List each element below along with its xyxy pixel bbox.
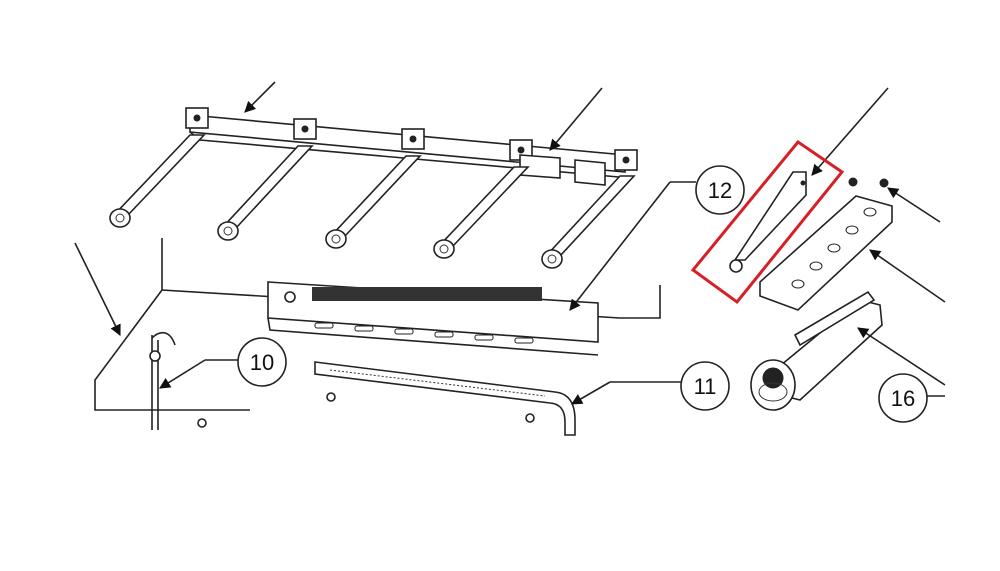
callout-11: 11 — [571, 361, 730, 411]
highlighted-part — [690, 87, 889, 305]
callout-16: 16 — [878, 373, 945, 423]
callout-12-label: 12 — [708, 178, 732, 203]
burner-tube-assembly — [109, 81, 638, 269]
callout-10-label: 10 — [250, 350, 274, 375]
electrode-assembly — [149, 331, 207, 430]
callout-16-label: 16 — [891, 386, 915, 411]
burner-tube — [109, 134, 636, 269]
callout-11-label: 11 — [694, 374, 717, 399]
support-rod — [74, 238, 661, 411]
manifold-bracket — [185, 107, 638, 186]
callout-10: 10 — [159, 337, 287, 389]
callout-12: 12 — [569, 165, 745, 311]
highlight-box — [690, 139, 845, 305]
flame-tamer — [759, 177, 946, 311]
burner-with-valve — [750, 290, 946, 411]
ignition-tube — [314, 361, 576, 436]
heat-plate — [267, 281, 599, 356]
